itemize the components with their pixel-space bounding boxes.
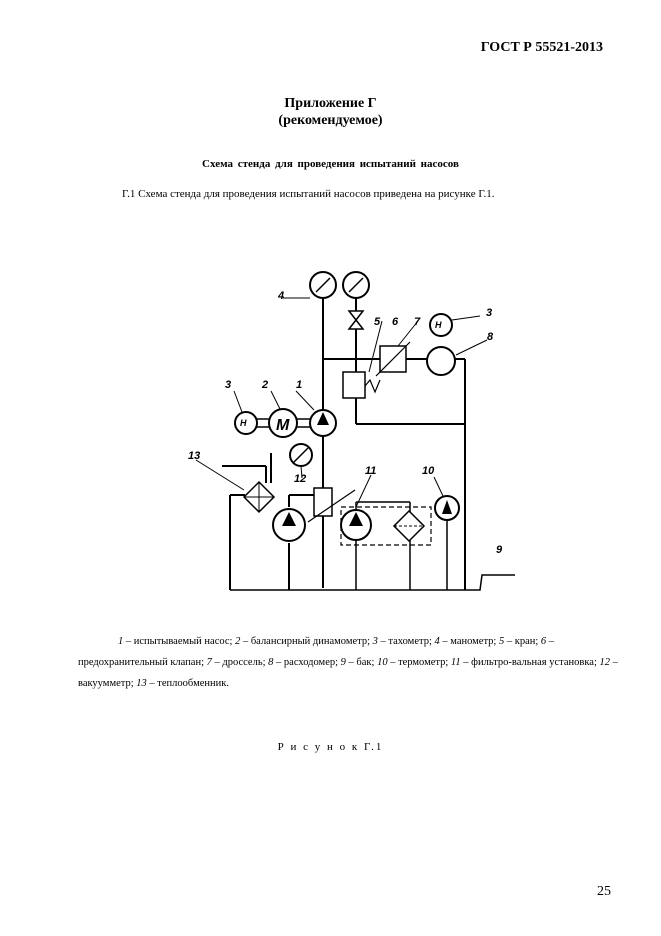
figure-label: Р и с у н о к Г.1 xyxy=(277,741,384,753)
legend-num: 4 xyxy=(434,636,440,647)
figure-legend: 1 – испытываемый насос; 2 – балансирный … xyxy=(78,631,618,694)
page-number: 25 xyxy=(597,884,611,899)
flowmeter-8 xyxy=(426,346,456,376)
legend-num: 3 xyxy=(372,636,378,647)
tacho-symbol-right: H xyxy=(435,320,442,330)
callout-4: 4 xyxy=(277,290,284,302)
callout-2: 2 xyxy=(261,379,268,391)
callout-1: 1 xyxy=(296,379,302,391)
standard-code: ГОСТ Р 55521-2013 xyxy=(480,40,603,55)
legend-num: 9 xyxy=(340,657,346,668)
tacho-3-left xyxy=(234,411,258,435)
legend-num: 13 xyxy=(136,678,147,689)
legend-text: – теплообменник. xyxy=(146,678,230,689)
legend-num: 2 xyxy=(235,636,241,647)
legend-text: – предохранительный клапан; xyxy=(78,636,555,668)
legend-text: – термометр; xyxy=(387,657,451,668)
motor-symbol: M xyxy=(276,417,290,434)
legend-text: – дроссель; xyxy=(211,657,269,668)
legend-text: – манометр; xyxy=(439,636,499,647)
legend-num: 1 xyxy=(118,636,124,647)
legend-text: – испытываемый насос; xyxy=(123,636,236,647)
legend-text: – кран; xyxy=(504,636,539,647)
callout-12: 12 xyxy=(294,473,306,485)
legend-num: 8 xyxy=(268,657,274,668)
legend-text: – расходомер; xyxy=(273,657,341,668)
tacho-symbol-left: H xyxy=(240,418,247,428)
legend-num: 5 xyxy=(498,636,505,647)
callout-7: 7 xyxy=(414,316,421,328)
callout-13: 13 xyxy=(188,450,200,462)
motor-2 xyxy=(268,408,298,438)
tacho-3-right xyxy=(429,313,453,337)
legend-num: 11 xyxy=(450,657,461,668)
legend-text: – фильтро-вальная установка; xyxy=(460,657,600,668)
section-paragraph: Г.1 Схема стенда для проведения испытани… xyxy=(122,188,495,200)
section-title: Схема стенда для проведения испытаний на… xyxy=(202,158,459,170)
legend-text: – тахометр; xyxy=(377,636,435,647)
legend-num: 6 xyxy=(540,636,547,647)
callout-11: 11 xyxy=(365,465,376,477)
legend-text: – бак; xyxy=(345,657,378,668)
legend-num: 12 xyxy=(599,657,611,668)
callout-3b: 3 xyxy=(486,307,492,319)
legend-num: 10 xyxy=(377,657,388,668)
legend-num: 7 xyxy=(206,657,212,668)
legend-text: – балансирный динамометр; xyxy=(240,636,373,647)
callout-3a: 3 xyxy=(225,379,231,391)
callout-5: 5 xyxy=(374,316,381,328)
legend-text: – вакуумметр; xyxy=(78,657,618,689)
appendix-title: Приложение Г xyxy=(284,96,377,111)
appendix-subtitle: (рекомендуемое) xyxy=(278,113,383,128)
callout-6: 6 xyxy=(392,316,399,328)
callout-8: 8 xyxy=(487,331,494,343)
callout-9: 9 xyxy=(496,544,503,556)
callout-10: 10 xyxy=(422,465,435,477)
